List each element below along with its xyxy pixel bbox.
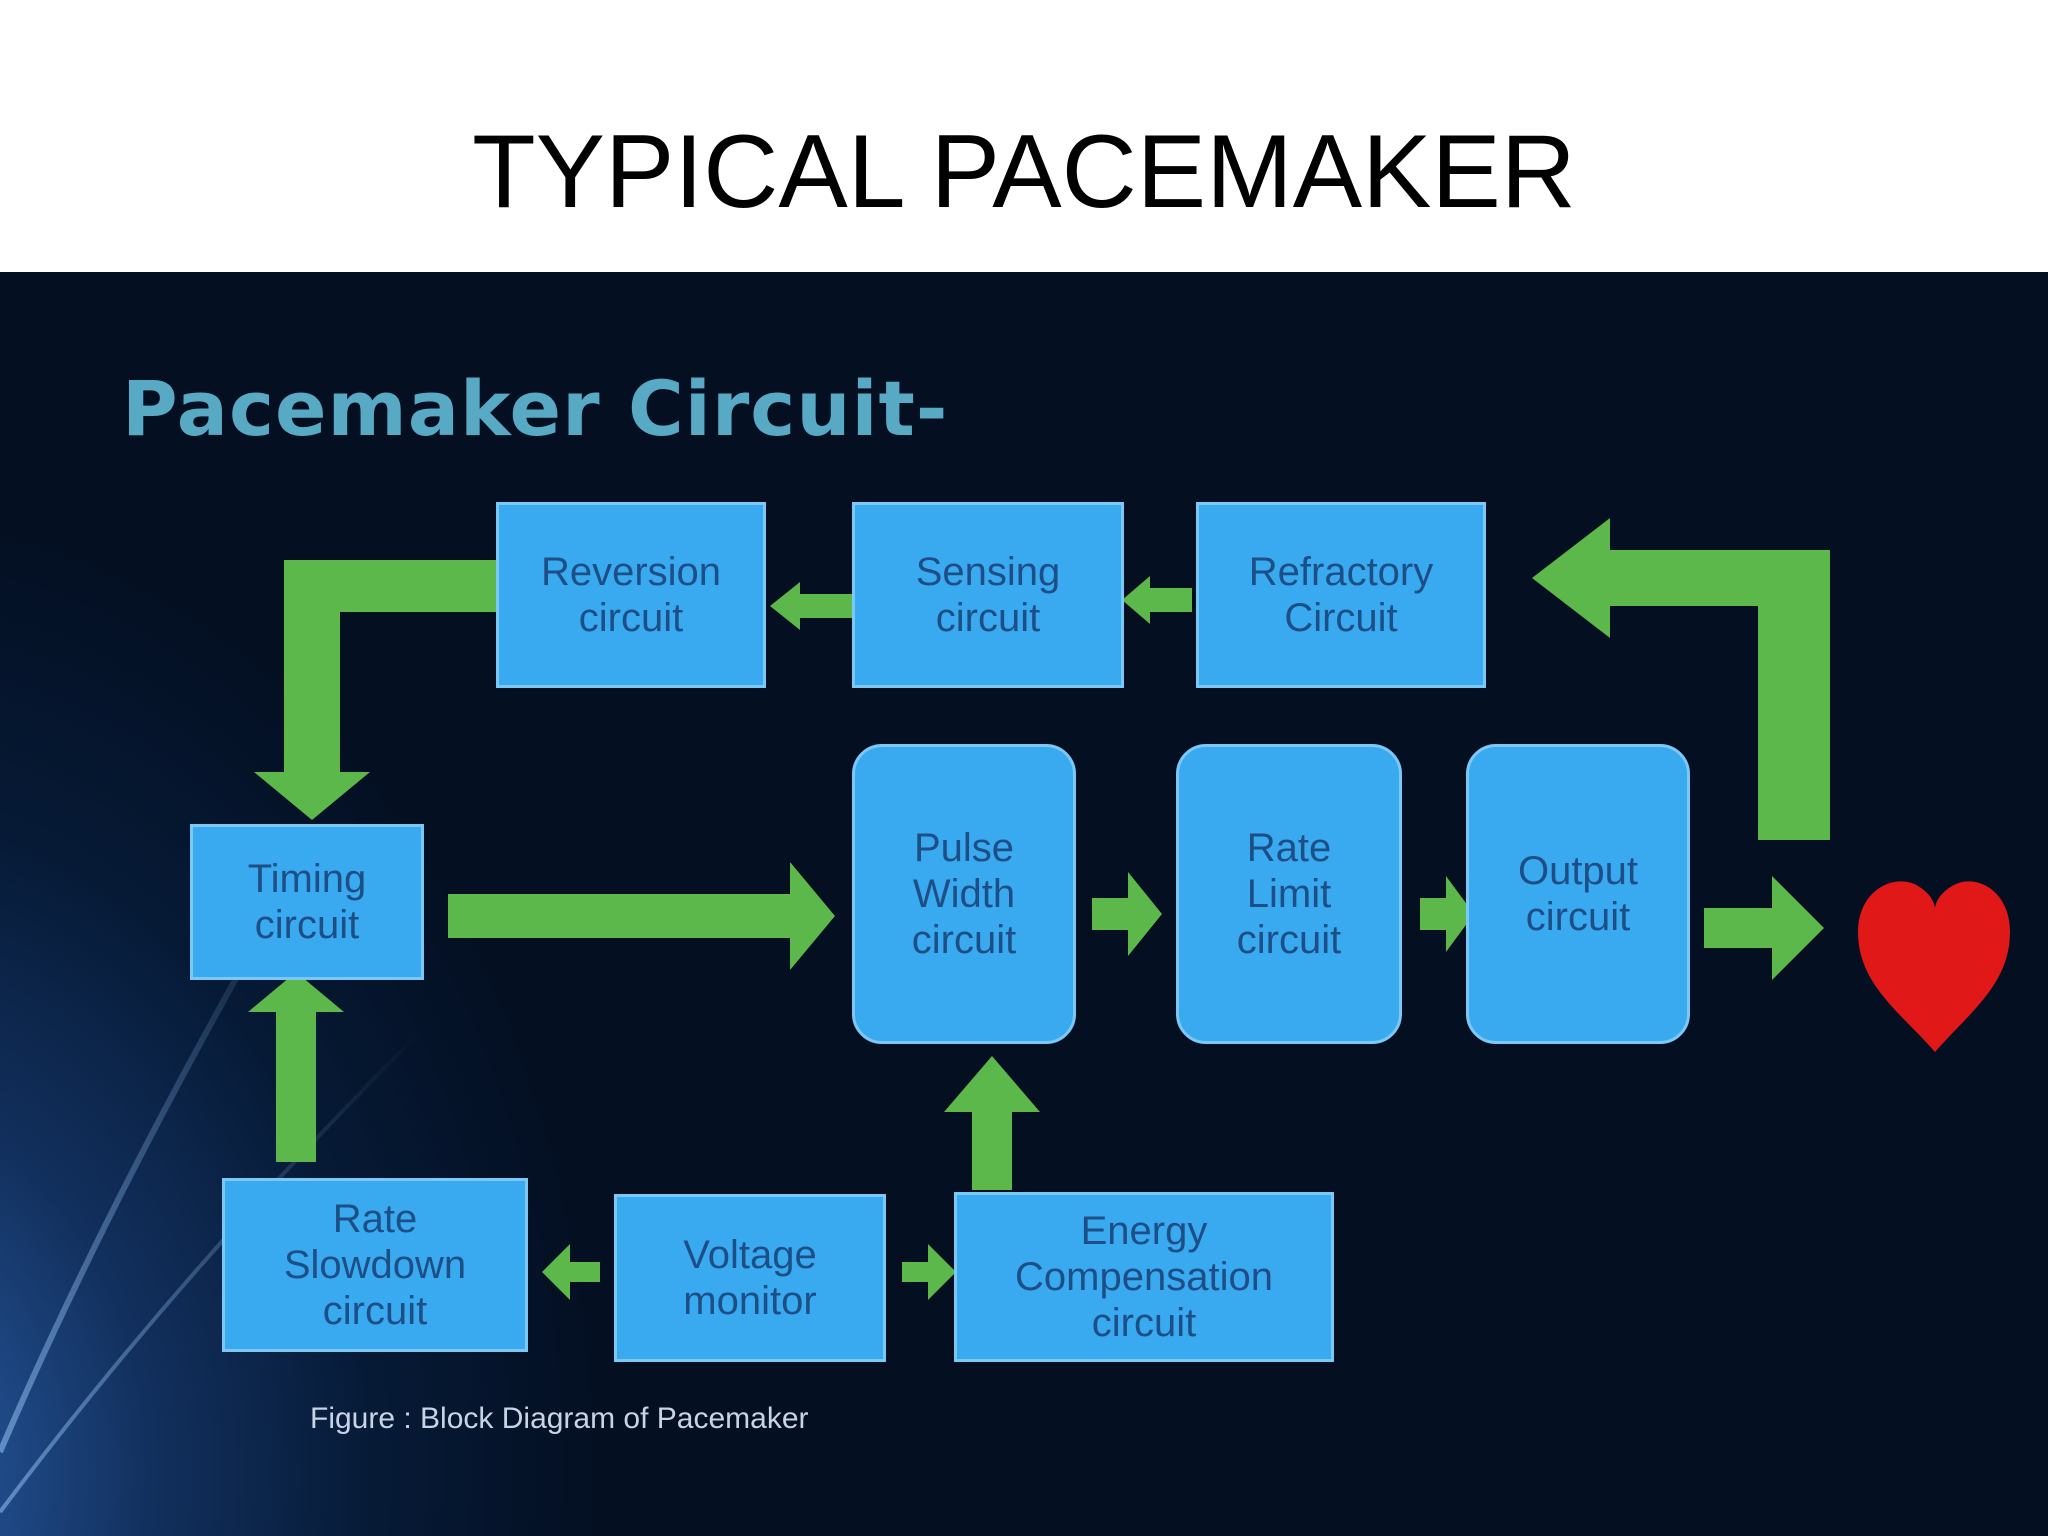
timing-circuit-block: Timing circuit [190, 824, 424, 980]
arrow-pulse-to-rate-limit [1092, 872, 1162, 956]
sensing-circuit-block: Sensing circuit [852, 502, 1124, 688]
energy-compensation-circuit-block: Energy Compensation circuit [954, 1192, 1334, 1362]
arrow-reversion-to-timing [254, 560, 496, 820]
arrows-layer [248, 518, 2010, 1300]
arrow-rate-limit-to-output [1420, 876, 1474, 952]
arrow-refractory-to-sensing [1122, 576, 1192, 624]
refractory-circuit-block: Refractory Circuit [1196, 502, 1486, 688]
arrow-voltage-to-energy [902, 1244, 956, 1300]
heart-icon [1858, 881, 2010, 1052]
figure-caption: Figure : Block Diagram of Pacemaker [310, 1402, 809, 1435]
arrow-output-to-heart [1704, 876, 1824, 980]
rate-limit-circuit-block: Rate Limit circuit [1176, 744, 1402, 1044]
arrow-output-to-refractory [1532, 518, 1830, 840]
arrow-energy-to-pulse-width [944, 1056, 1040, 1190]
reversion-circuit-block: Reversion circuit [496, 502, 766, 688]
slide-title: TYPICAL PACEMAKER [472, 114, 1576, 230]
arrow-slowdown-to-timing [248, 972, 344, 1162]
diagram-panel: Pacemaker Circuit- [0, 272, 2048, 1536]
pulse-width-circuit-block: Pulse Width circuit [852, 744, 1076, 1044]
output-circuit-block: Output circuit [1466, 744, 1690, 1044]
voltage-monitor-block: Voltage monitor [614, 1194, 886, 1362]
arrow-voltage-to-slowdown [542, 1244, 600, 1300]
rate-slowdown-circuit-block: Rate Slowdown circuit [222, 1178, 528, 1352]
diagram-heading: Pacemaker Circuit- [122, 364, 949, 453]
arrow-sensing-to-reversion [770, 582, 855, 630]
arrow-timing-to-pulse-width [448, 862, 835, 970]
